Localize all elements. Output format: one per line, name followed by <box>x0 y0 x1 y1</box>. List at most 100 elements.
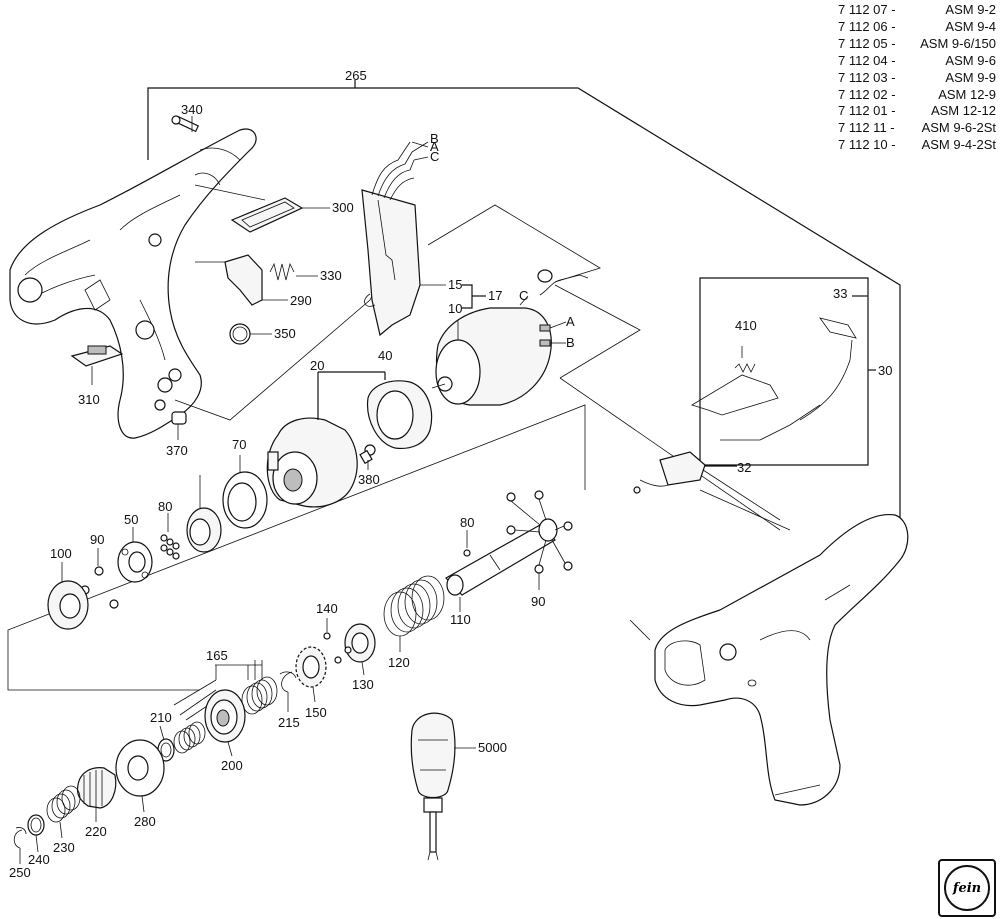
model-row: 7 112 06 - ASM 9-4 <box>838 19 996 36</box>
label-33: 33 <box>833 286 847 301</box>
label-350: 350 <box>274 326 296 341</box>
label-17: 17 <box>488 288 502 303</box>
model-row: 7 112 10 - ASM 9-4-2St <box>838 137 996 154</box>
label-5000: 5000 <box>478 740 507 755</box>
label-32: 32 <box>737 460 751 475</box>
model-code: 7 112 05 - <box>838 35 896 51</box>
label-240: 240 <box>28 852 50 867</box>
balls-80 <box>160 513 180 560</box>
label-330: 330 <box>320 268 342 283</box>
label-265: 265 <box>345 68 367 83</box>
washer-280 <box>115 739 165 813</box>
label-C-motor: C <box>519 288 528 303</box>
bearing-200 <box>204 689 246 757</box>
label-C-upper: C <box>430 149 439 164</box>
label-50: 50 <box>124 512 138 527</box>
model-name: ASM 9-6-2St <box>921 120 996 136</box>
model-row: 7 112 03 -ASM 9-9 <box>838 70 996 87</box>
model-code: 7 112 04 - <box>838 52 896 68</box>
label-110: 110 <box>450 612 471 627</box>
electronics-group-30 <box>633 277 876 494</box>
screw-340 <box>171 115 200 133</box>
label-210: 210 <box>150 710 172 725</box>
label-90-right: 90 <box>531 594 545 609</box>
model-code: 7 112 06 - <box>838 18 896 34</box>
clip-310 <box>70 345 124 385</box>
label-100: 100 <box>50 546 72 561</box>
gear-150 <box>295 646 327 703</box>
needle-bearing <box>186 475 222 553</box>
model-name: ASM 12-12 <box>930 103 996 119</box>
label-A-upper: A <box>430 139 439 154</box>
washer-motor <box>537 269 553 283</box>
model-name: ASM 9-6 <box>945 52 996 68</box>
spindle-110 <box>445 518 558 612</box>
label-B-motor: B <box>566 335 575 350</box>
complete-tool <box>654 513 909 806</box>
spring-330 <box>269 262 318 281</box>
label-280: 280 <box>134 814 156 829</box>
label-220: 220 <box>85 824 107 839</box>
model-name: ASM 9-4-2St <box>921 137 996 153</box>
model-name: ASM 9-4 <box>945 18 996 34</box>
model-code: 7 112 07 - <box>838 2 896 17</box>
housing-half <box>9 128 257 439</box>
model-code: 7 112 11 - <box>838 120 895 136</box>
label-370: 370 <box>166 443 188 458</box>
trigger-290 <box>224 254 288 306</box>
fein-logo: fein <box>938 859 996 917</box>
label-165: 165 <box>206 648 228 663</box>
clutch-nut-100 <box>47 562 89 630</box>
label-10: 10 <box>448 301 462 316</box>
label-80-right: 80 <box>460 515 474 530</box>
spring-165-left <box>173 721 206 754</box>
label-A-motor: A <box>566 314 575 329</box>
label-410: 410 <box>735 318 757 333</box>
cam-ring-130 <box>334 623 376 676</box>
pin-370 <box>171 411 187 440</box>
label-40: 40 <box>378 348 392 363</box>
model-name: ASM 9-2 <box>945 2 996 17</box>
label-300: 300 <box>332 200 354 215</box>
label-70: 70 <box>232 437 246 452</box>
spring-165-right <box>241 676 278 715</box>
model-row: 7 112 05 -ASM 9-6/150 <box>838 36 996 53</box>
spring-230 <box>46 785 81 839</box>
label-380: 380 <box>358 472 380 487</box>
label-200: 200 <box>221 758 243 773</box>
label-130: 130 <box>352 677 374 692</box>
ring-gear-40 <box>366 380 433 450</box>
label-80-left: 80 <box>158 499 172 514</box>
sleeve-220 <box>76 767 117 822</box>
label-20: 20 <box>310 358 324 373</box>
label-290: 290 <box>290 293 312 308</box>
label-120: 120 <box>388 655 410 670</box>
model-code: 7 112 01 - <box>838 103 896 119</box>
label-30: 30 <box>878 363 892 378</box>
label-250: 250 <box>9 865 31 880</box>
motor-10 <box>431 274 589 406</box>
label-340: 340 <box>181 102 203 117</box>
ball-140 <box>323 632 331 640</box>
label-15: 15 <box>448 277 462 292</box>
label-150: 150 <box>305 705 327 720</box>
model-code: 7 112 02 - <box>838 86 896 102</box>
screwdriver-5000 <box>410 712 476 861</box>
balls-80-right <box>463 530 471 557</box>
label-230: 230 <box>53 840 75 855</box>
fein-logo-emblem: fein <box>944 865 990 911</box>
label-310: 310 <box>78 392 100 407</box>
label-90-left: 90 <box>90 532 104 547</box>
model-row: 7 112 04 - ASM 9-6 <box>838 53 996 70</box>
balls-90-right <box>506 490 573 590</box>
label-B-upper: B <box>430 131 439 146</box>
circlip-215 <box>279 671 297 712</box>
label-215: 215 <box>278 715 300 730</box>
model-code: 7 112 10 - <box>838 137 896 153</box>
model-row: 7 112 02 - ASM 12-9 <box>838 87 996 104</box>
model-name: ASM 12-9 <box>938 86 996 102</box>
bearing-housing-70 <box>222 455 268 529</box>
circlip-250 <box>13 827 27 864</box>
assembly-bracket-265 <box>147 80 901 525</box>
